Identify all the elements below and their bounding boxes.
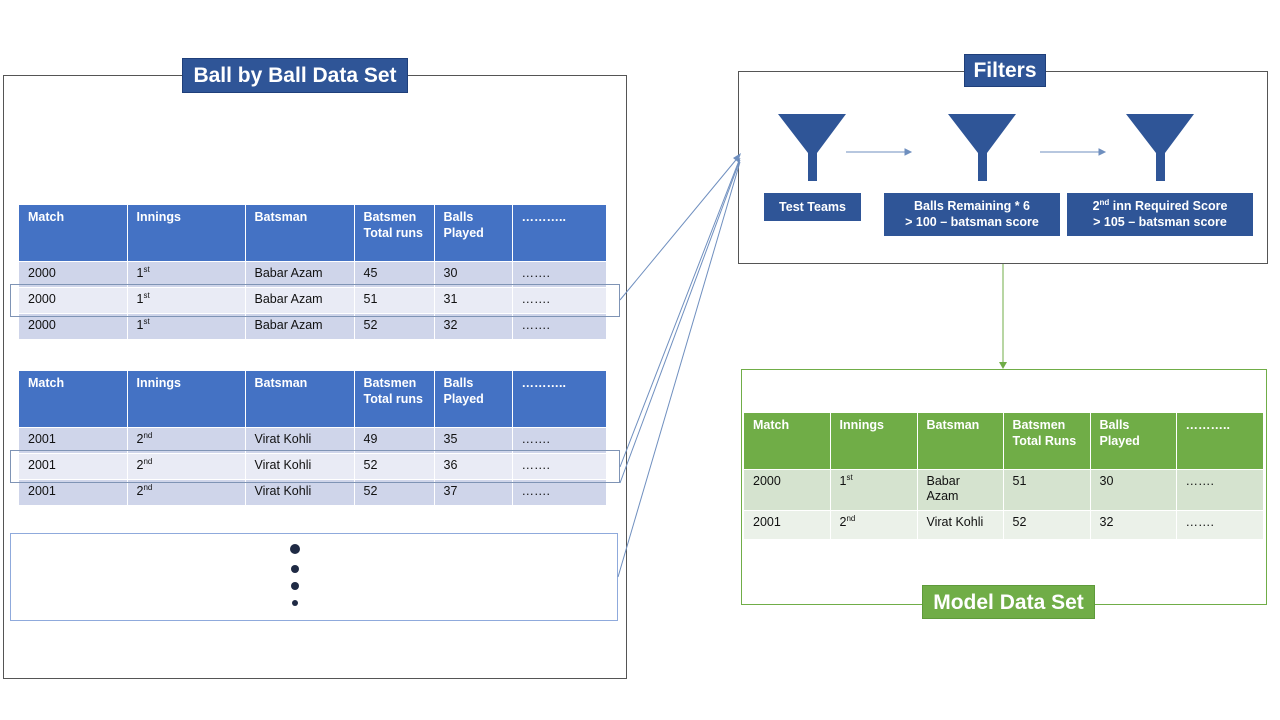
cell-balls: 36 [434, 453, 513, 480]
cell-more: ……. [1176, 510, 1264, 539]
table-header-row: Match Innings Batsman Batsmen Total runs… [19, 205, 607, 262]
table-header-row: Match Innings Batsman Batsmen Total runs… [19, 371, 607, 428]
header-innings: Innings [127, 205, 246, 262]
table-header-row: Match Innings Batsman Batsmen Total Runs… [744, 413, 1264, 470]
cell-balls: 32 [1090, 510, 1177, 539]
filter-balls-remaining-label: Balls Remaining * 6 > 100 – batsman scor… [884, 193, 1060, 236]
cell-match: 2001 [19, 479, 128, 505]
table-row: 2000 1st Babar Azam 51 30 ……. [744, 469, 1264, 511]
selected-row-highlight-2 [10, 450, 620, 483]
cell-balls: 32 [434, 313, 513, 339]
cell-innings: 2nd [830, 510, 918, 539]
model-data-set-title: Model Data Set [922, 585, 1095, 619]
cell-innings: 2nd [127, 453, 246, 480]
cell-batsman: Babar Azam [245, 313, 355, 339]
cell-balls: 31 [434, 287, 513, 314]
header-match: Match [19, 205, 128, 262]
ellipsis-dot-icon [291, 565, 299, 573]
cell-runs: 51 [354, 287, 435, 314]
cell-runs: 52 [1003, 510, 1091, 539]
header-batsman: Batsman [245, 205, 355, 262]
cell-batsman: Babar Azam [245, 287, 355, 314]
cell-runs: 52 [354, 313, 435, 339]
cell-more: ……. [1176, 469, 1264, 511]
ball-by-ball-title: Ball by Ball Data Set [182, 58, 408, 93]
cell-more: ……. [512, 479, 607, 505]
model-data-table: Match Innings Batsman Batsmen Total Runs… [744, 413, 1264, 539]
ball-by-ball-table-1: Match Innings Batsman Batsmen Total runs… [19, 205, 607, 339]
header-balls-played: Balls Played [434, 205, 513, 262]
cell-balls: 35 [434, 427, 513, 454]
cell-balls: 37 [434, 479, 513, 505]
cell-innings: 1st [127, 313, 246, 339]
cell-match: 2000 [19, 287, 128, 314]
header-more: ……….. [512, 205, 607, 262]
header-total-runs: Batsmen Total runs [354, 371, 435, 428]
table-row: 2000 1st Babar Azam 52 32 ……. [19, 313, 607, 339]
funnel-icon [1126, 114, 1194, 181]
table-row: 2001 2nd Virat Kohli 52 32 ……. [744, 510, 1264, 539]
header-balls-played: Balls Played [1090, 413, 1177, 470]
header-innings: Innings [830, 413, 918, 470]
cell-runs: 52 [354, 479, 435, 505]
header-total-runs: Batsmen Total runs [354, 205, 435, 262]
cell-match: 2000 [19, 313, 128, 339]
filter-required-score-label: 2nd inn Required Score > 105 – batsman s… [1067, 193, 1253, 236]
cell-batsman: Virat Kohli [245, 453, 355, 480]
table-row: 2001 2nd Virat Kohli 52 36 ……. [19, 453, 607, 480]
cell-more: ……. [512, 427, 607, 454]
filter-test-teams-label: Test Teams [764, 193, 861, 221]
cell-innings: 2nd [127, 427, 246, 454]
cell-innings: 1st [127, 287, 246, 314]
header-total-runs: Batsmen Total Runs [1003, 413, 1091, 470]
ellipsis-dot-icon [290, 544, 300, 554]
ball-by-ball-table-2: Match Innings Batsman Batsmen Total runs… [19, 371, 607, 505]
selected-row-highlight-1 [10, 284, 620, 317]
cell-runs: 51 [1003, 469, 1091, 511]
header-more: ……….. [512, 371, 607, 428]
header-more: ……….. [1176, 413, 1264, 470]
cell-more: ……. [512, 313, 607, 339]
header-batsman: Batsman [245, 371, 355, 428]
table-row: 2001 2nd Virat Kohli 49 35 ……. [19, 427, 607, 454]
cell-batsman: Virat Kohli [245, 427, 355, 454]
funnel-icon [948, 114, 1016, 181]
cell-match: 2001 [19, 453, 128, 480]
filters-title: Filters [964, 54, 1046, 87]
cell-balls: 30 [434, 261, 513, 288]
cell-match: 2000 [744, 469, 831, 511]
more-groups-box [10, 533, 618, 621]
cell-more: ……. [512, 261, 607, 288]
cell-batsman: Babar Azam [917, 469, 1004, 511]
cell-more: ……. [512, 287, 607, 314]
header-innings: Innings [127, 371, 246, 428]
funnel-icon [778, 114, 846, 181]
cell-match: 2000 [19, 261, 128, 288]
cell-runs: 52 [354, 453, 435, 480]
ellipsis-dot-icon [291, 582, 299, 590]
cell-more: ……. [512, 453, 607, 480]
table-row: 2001 2nd Virat Kohli 52 37 ……. [19, 479, 607, 505]
cell-batsman: Babar Azam [245, 261, 355, 288]
header-match: Match [19, 371, 128, 428]
cell-runs: 45 [354, 261, 435, 288]
cell-balls: 30 [1090, 469, 1177, 511]
cell-batsman: Virat Kohli [245, 479, 355, 505]
header-match: Match [744, 413, 831, 470]
cell-innings: 1st [830, 469, 918, 511]
header-balls-played: Balls Played [434, 371, 513, 428]
table-row: 2000 1st Babar Azam 45 30 ……. [19, 261, 607, 288]
cell-innings: 1st [127, 261, 246, 288]
cell-innings: 2nd [127, 479, 246, 505]
cell-runs: 49 [354, 427, 435, 454]
header-batsman: Batsman [917, 413, 1004, 470]
cell-batsman: Virat Kohli [917, 510, 1004, 539]
ellipsis-dot-icon [292, 600, 298, 606]
cell-match: 2001 [19, 427, 128, 454]
table-row: 2000 1st Babar Azam 51 31 ……. [19, 287, 607, 314]
cell-match: 2001 [744, 510, 831, 539]
